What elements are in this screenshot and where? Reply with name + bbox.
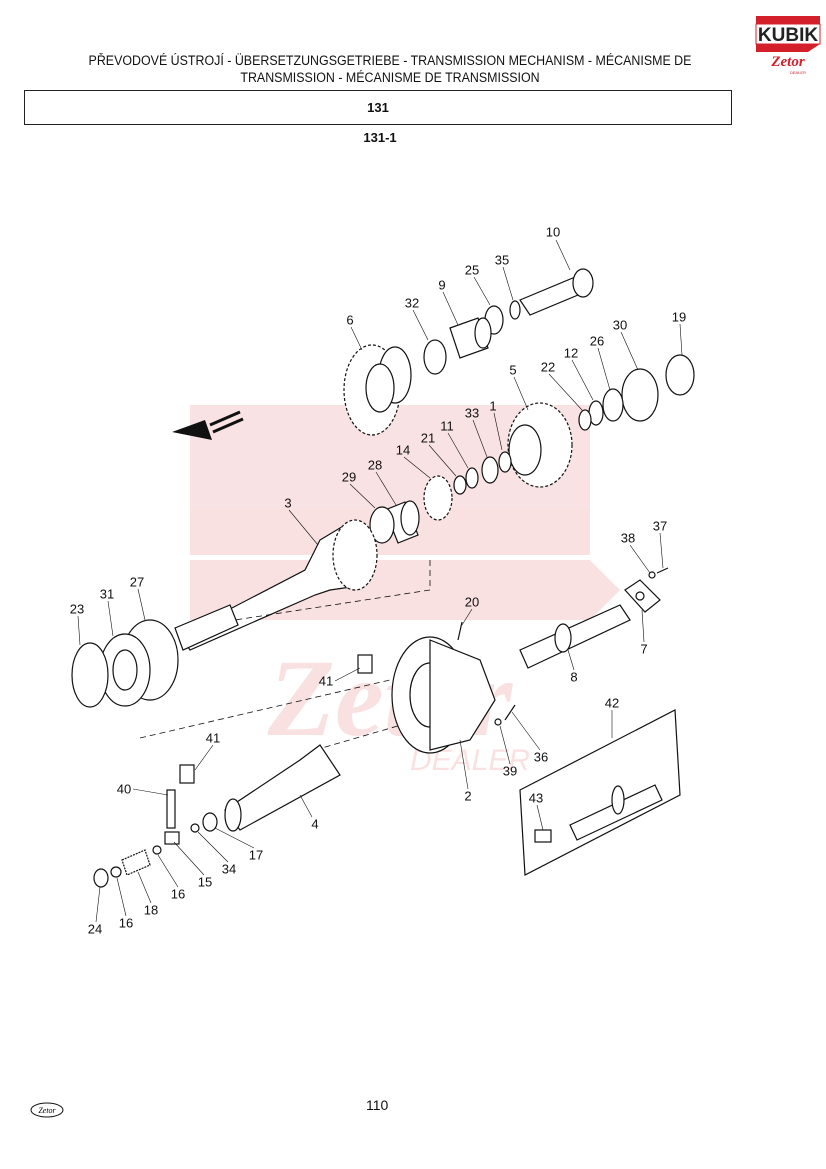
part-10-shaft: [519, 268, 594, 316]
part-24-circlip: [93, 868, 109, 888]
part-43-plug: [534, 829, 552, 843]
part-2-housing: [391, 636, 496, 754]
callout-24: 24: [87, 921, 103, 937]
part-29-bearing: [369, 506, 395, 544]
callout-16: 16: [170, 886, 186, 902]
subsection-number: 131-1: [363, 130, 397, 145]
callout-1: 1: [489, 398, 497, 414]
callout-40: 40: [116, 781, 132, 797]
part-18-spring: [121, 849, 151, 876]
callout-19: 19: [671, 309, 687, 325]
part-3-shaft: [174, 519, 378, 651]
callout-16-lower: 16: [118, 915, 134, 931]
part-26-ring: [602, 388, 624, 422]
part-32-bearing: [423, 339, 447, 375]
callout-29: 29: [341, 469, 357, 485]
part-39-washer: [494, 718, 502, 726]
callout-42: 42: [604, 695, 620, 711]
callout-4: 4: [311, 816, 319, 832]
part-30-bearing: [621, 368, 659, 422]
part-9-bushing: [449, 317, 492, 359]
callout-35: 35: [494, 252, 510, 268]
direction-arrow: [172, 410, 244, 440]
part-33-bearing: [481, 456, 499, 484]
part-14-gear: [423, 475, 453, 521]
svg-text:DEALER: DEALER: [790, 70, 806, 75]
callout-41-lower: 41: [205, 730, 221, 746]
callout-20: 20: [464, 594, 480, 610]
part-42-shaft: [569, 784, 663, 841]
svg-text:Zetor: Zetor: [38, 1106, 56, 1115]
callout-36: 36: [533, 749, 549, 765]
callout-32: 32: [404, 295, 420, 311]
callout-5: 5: [509, 362, 517, 378]
part-16-washer: [152, 845, 162, 855]
kubik-zetor-logo: KUBIK Zetor DEALER: [752, 14, 824, 78]
title-line-1: PŘEVODOVÉ ÚSTROJÍ - ÜBERSETZUNGSGETRIEBE…: [88, 53, 692, 68]
part-40-pin: [166, 789, 176, 829]
part-20-screw: [457, 621, 463, 641]
callout-15: 15: [197, 874, 213, 890]
part-5-gear: [507, 402, 573, 488]
callout-22: 22: [540, 359, 556, 375]
callout-25: 25: [464, 262, 480, 278]
callout-43: 43: [528, 790, 544, 806]
callout-17: 17: [248, 847, 264, 863]
callout-12: 12: [563, 345, 579, 361]
part-35-ring: [509, 300, 521, 320]
callout-2: 2: [464, 788, 472, 804]
part-19-seal: [665, 354, 695, 396]
kit-42-frame: [519, 709, 681, 876]
part-23-circlip: [71, 642, 109, 708]
part-28-bushing: [384, 500, 420, 544]
svg-text:KUBIK: KUBIK: [758, 25, 818, 46]
part-22-ring: [578, 409, 592, 431]
callout-6: 6: [346, 312, 354, 328]
callout-11: 11: [440, 418, 454, 434]
part-38-washer: [648, 571, 656, 579]
part-41-fitting: [357, 654, 373, 674]
zetor-footer-logo: Zetor: [30, 1102, 64, 1118]
callout-8: 8: [570, 669, 578, 685]
part-11-ring: [465, 467, 479, 489]
callout-9: 9: [438, 277, 446, 293]
callout-31: 31: [99, 586, 115, 602]
callout-7: 7: [640, 641, 648, 657]
callout-23: 23: [69, 601, 85, 617]
callout-14: 14: [395, 442, 411, 458]
part-6-gear: [343, 344, 412, 436]
callout-34: 34: [221, 861, 237, 877]
callout-26: 26: [589, 333, 605, 349]
title-line-2: TRANSMISSION - MÉCANISME DE TRANSMISSION: [240, 70, 540, 85]
callout-38: 38: [620, 530, 636, 546]
page-number: 110: [366, 1097, 389, 1113]
callout-28: 28: [367, 457, 383, 473]
part-36-screw: [504, 704, 516, 721]
svg-text:Zetor: Zetor: [770, 54, 804, 70]
part-17-ring: [202, 812, 218, 832]
callout-41: 41: [318, 673, 334, 689]
part-7-plate: [624, 579, 661, 613]
part-37-screw: [656, 567, 669, 574]
part-15-detent: [164, 831, 180, 845]
part-34-ring: [190, 823, 200, 833]
callout-3: 3: [284, 495, 292, 511]
page-title: PŘEVODOVÉ ÚSTROJÍ - ÜBERSETZUNGSGETRIEBE…: [50, 52, 731, 86]
part-31-bearing: [99, 633, 151, 707]
part-1-ring: [498, 451, 512, 473]
callout-21: 21: [420, 430, 436, 446]
callout-37: 37: [652, 518, 668, 534]
part-8-shaft: [519, 604, 631, 669]
part-4-shaft: [224, 744, 341, 832]
part-16-washer-lower: [110, 866, 122, 878]
callout-18: 18: [143, 902, 159, 918]
callout-39: 39: [502, 763, 518, 779]
callout-27: 27: [129, 574, 145, 590]
part-41-fitting-lower: [179, 764, 195, 784]
section-number-box: 131: [24, 90, 732, 125]
part-21-ring: [453, 475, 467, 495]
callout-30: 30: [612, 317, 628, 333]
callout-33: 33: [464, 405, 480, 421]
callout-10: 10: [545, 224, 561, 240]
